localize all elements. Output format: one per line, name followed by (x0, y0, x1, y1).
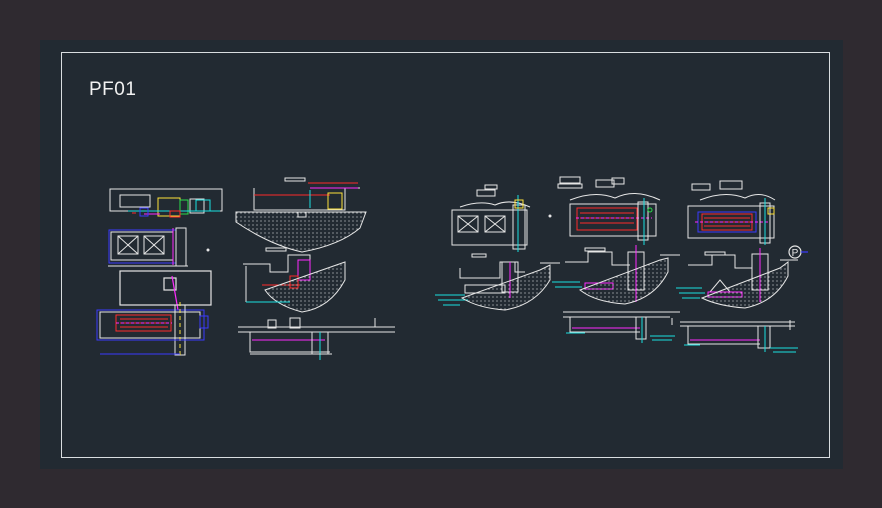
cad-drawing: P (96, 176, 808, 360)
plan-view-right-2 (557, 176, 661, 245)
filter-plan-left (96, 302, 209, 358)
section-right-1 (435, 253, 560, 311)
sheet-border (61, 52, 830, 458)
north-marker: P (788, 245, 808, 259)
section-right-2 (552, 245, 680, 305)
section-right-3 (676, 248, 798, 309)
section-b (243, 247, 346, 313)
plan-view-middle-left (119, 270, 212, 311)
tank-plan-left (108, 227, 210, 267)
plan-view-right-3 (687, 180, 776, 245)
sheet-title: PF01 (89, 79, 137, 100)
plan-view-top-left (109, 188, 223, 218)
plan-view-right-1 (451, 184, 552, 252)
north-marker-label: P (792, 248, 799, 259)
section-c (238, 317, 395, 360)
section-a (235, 177, 367, 253)
long-section-right-2 (680, 320, 798, 353)
long-section-right-1 (563, 311, 680, 343)
cad-model-space: PF01 (40, 40, 843, 469)
